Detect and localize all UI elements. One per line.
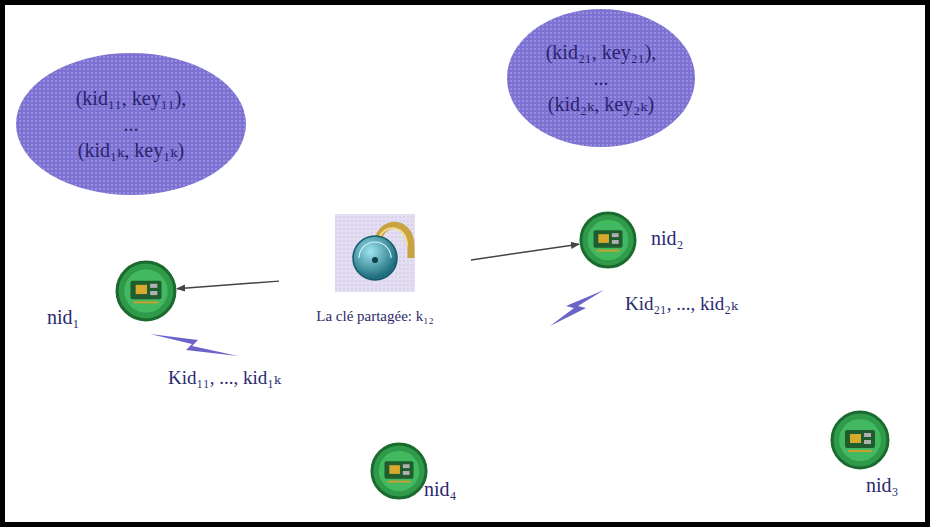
key-set-ellipse: (kid₂₁, key₂₁), ... (kid₂ₖ, key₂ₖ): [506, 8, 696, 148]
broadcast-key-ids: Kid₁₁, ..., kid₁ₖ: [168, 366, 281, 389]
node-id-label: nid₂: [651, 227, 684, 250]
node-id-label: nid₃: [866, 474, 899, 497]
sensor-node: nid₁: [115, 260, 177, 322]
shared-key-caption: La clé partagée: k₁₂: [279, 308, 471, 325]
node-id-label: nid₁: [47, 306, 80, 329]
sensor-node-icon: [115, 260, 177, 322]
sensor-node: nid₂: [579, 211, 637, 269]
key-distribution-arrow: [471, 244, 579, 260]
sensor-node: nid₃: [830, 410, 890, 470]
key-distribution-arrow: [177, 281, 279, 289]
sensor-node-icon: [370, 442, 428, 500]
node-id-label: nid₄: [424, 478, 457, 501]
radio-bolt: [550, 290, 604, 326]
sensor-node-icon: [830, 410, 890, 470]
radio-bolt: [150, 334, 238, 356]
sensor-node-icon: [579, 211, 637, 269]
broadcast-key-ids: Kid₂₁, ..., kid₂ₖ: [625, 292, 738, 315]
shared-key-node: La clé partagée: k₁₂: [279, 212, 471, 336]
key-set-ellipse: (kid₁₁, key₁₁), ... (kid₁ₖ, key₁ₖ): [15, 52, 247, 196]
key-list-text: (kid₂₁, key₂₁), ... (kid₂ₖ, key₂ₖ): [541, 39, 662, 117]
sensor-node: nid₄: [370, 442, 428, 500]
key-list-text: (kid₁₁, key₁₁), ... (kid₁ₖ, key₁ₖ): [71, 85, 192, 163]
